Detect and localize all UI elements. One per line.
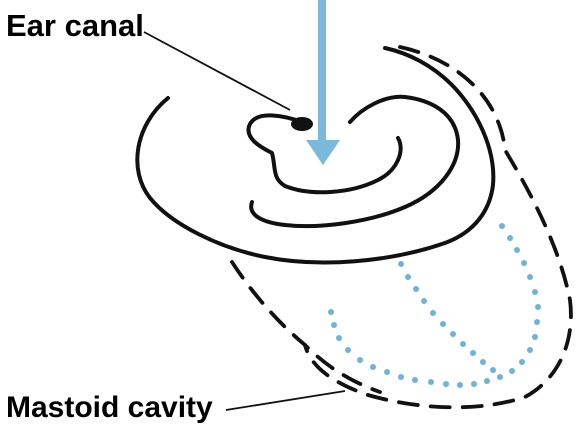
dot xyxy=(470,350,476,356)
dot xyxy=(413,286,419,292)
dot xyxy=(328,309,334,315)
dot xyxy=(532,289,538,295)
dot xyxy=(507,235,513,241)
dot xyxy=(480,359,486,365)
dot xyxy=(331,322,337,328)
dot xyxy=(443,381,449,387)
dot xyxy=(357,357,363,363)
dot xyxy=(535,304,541,310)
dot xyxy=(519,359,525,365)
mastoid-inner-dashed xyxy=(232,262,380,392)
dot xyxy=(490,367,496,373)
dot xyxy=(521,260,527,266)
dot xyxy=(430,310,436,316)
dot xyxy=(336,335,342,341)
dot xyxy=(440,321,446,327)
dot xyxy=(421,298,427,304)
dot xyxy=(398,261,404,267)
dot xyxy=(450,331,456,337)
dot xyxy=(509,368,515,374)
ear-canal-label: Ear canal xyxy=(6,10,144,41)
ear-outline xyxy=(137,48,493,262)
dot xyxy=(370,364,376,370)
mastoid-cavity-label: Mastoid cavity xyxy=(6,393,213,423)
dot xyxy=(405,274,411,280)
dot xyxy=(384,369,390,375)
dot xyxy=(460,341,466,347)
arrow-down-icon xyxy=(306,0,340,165)
dot xyxy=(412,377,418,383)
dot xyxy=(497,374,503,380)
dot xyxy=(534,319,540,325)
dot xyxy=(527,347,533,353)
dot xyxy=(345,347,351,353)
dot xyxy=(514,247,520,253)
dot xyxy=(484,378,490,384)
dot xyxy=(499,223,505,229)
mastoid-cavity-outline xyxy=(232,47,571,407)
arrow-head xyxy=(306,140,340,165)
dot xyxy=(428,379,434,385)
dot xyxy=(471,381,477,387)
dot xyxy=(527,274,533,280)
dot xyxy=(532,334,538,340)
dot xyxy=(398,374,404,380)
arrow-shaft xyxy=(318,0,326,142)
dot xyxy=(457,382,463,388)
outer-helix xyxy=(137,48,493,262)
mastoid-outer-dashed xyxy=(305,47,571,407)
leader-line-mastoid xyxy=(226,391,345,410)
